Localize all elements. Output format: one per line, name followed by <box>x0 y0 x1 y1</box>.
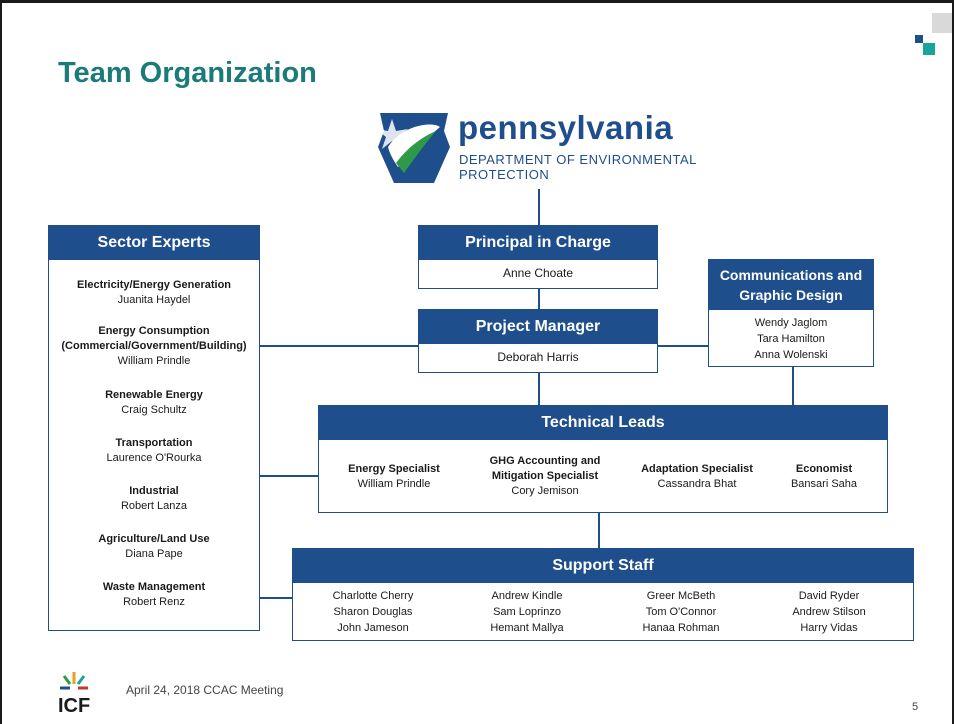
sector-expert-role: Electricity/Energy Generation <box>76 279 232 291</box>
sector-expert-name: Robert Lanza <box>120 500 188 512</box>
page-number: 5 <box>912 701 919 713</box>
project-manager-name: Deborah Harris <box>497 350 579 364</box>
connector-pm-sector <box>260 345 418 347</box>
agency-subtitle-line2: PROTECTION <box>459 167 550 182</box>
connector-pm-tech <box>538 373 540 405</box>
sector-expert-role: Industrial <box>129 485 179 497</box>
footer-date: April 24, 2018 CCAC Meeting <box>126 683 284 697</box>
communications-member: Tara Hamilton <box>757 333 825 345</box>
support-staff-member: John Jameson <box>337 622 409 634</box>
tech-lead-role: Economist <box>795 463 853 475</box>
agency-subtitle-line1: DEPARTMENT OF ENVIRONMENTAL <box>459 152 697 167</box>
support-staff-box: Support Staff Charlotte Cherry Sharon Do… <box>292 548 914 641</box>
sector-expert-name: Robert Renz <box>123 596 185 608</box>
technical-leads-box: Technical Leads Energy Specialist Willia… <box>318 405 888 513</box>
pennsylvania-keystone-logo <box>376 113 450 183</box>
project-manager-title: Project Manager <box>419 310 657 344</box>
sector-expert-role: Energy Consumption <box>98 325 210 337</box>
communications-box: Communications and Graphic Design Wendy … <box>708 259 874 367</box>
sector-experts-title: Sector Experts <box>49 226 259 260</box>
communications-title: Communications and Graphic Design <box>709 260 873 310</box>
support-staff-member: Charlotte Cherry <box>332 590 414 602</box>
tech-lead-name: Bansari Saha <box>790 478 858 490</box>
tech-lead-role-detail: Mitigation Specialist <box>491 470 599 482</box>
icf-logo: ICF <box>58 672 90 717</box>
tech-lead-name: William Prindle <box>357 478 431 490</box>
principal-box: Principal in Charge Anne Choate <box>418 225 658 289</box>
communications-member: Wendy Jaglom <box>754 317 828 329</box>
tech-lead-role: Energy Specialist <box>348 463 440 475</box>
technical-leads-title: Technical Leads <box>319 406 887 440</box>
tech-lead-name: Cory Jemison <box>511 485 579 497</box>
communications-title-line2: Graphic Design <box>739 287 843 303</box>
connector-principal-pm <box>538 289 540 309</box>
support-staff-member: Hanaa Rohman <box>642 622 720 634</box>
sector-expert-role: Renewable Energy <box>105 389 203 401</box>
connector-sector-support <box>260 597 292 599</box>
project-manager-box: Project Manager Deborah Harris <box>418 309 658 373</box>
support-staff-member: Andrew Stilson <box>792 606 866 618</box>
sector-expert-role: Waste Management <box>102 581 206 593</box>
tech-lead-name: Cassandra Bhat <box>657 478 737 490</box>
connector-comms-tech <box>792 367 794 405</box>
sector-expert-name: Juanita Haydel <box>117 294 191 306</box>
tech-lead-role: Adaptation Specialist <box>641 463 753 475</box>
slide-title: Team Organization <box>58 57 317 89</box>
sector-expert-role: Transportation <box>115 437 193 449</box>
sector-expert-name: William Prindle <box>117 355 191 367</box>
svg-text:ICF: ICF <box>58 695 90 717</box>
sector-experts-box: Sector Experts Electricity/Energy Genera… <box>48 225 260 631</box>
support-staff-title: Support Staff <box>293 549 913 583</box>
connector-sector-tech <box>260 475 318 477</box>
tech-lead-role: GHG Accounting and <box>489 455 601 467</box>
support-staff-member: Sharon Douglas <box>333 606 413 618</box>
support-staff-member: Harry Vidas <box>800 622 858 634</box>
sector-expert-role: Agriculture/Land Use <box>98 533 210 545</box>
sector-expert-name: Craig Schultz <box>121 404 187 416</box>
connector-logo-principal <box>538 189 540 225</box>
corner-mark-icon <box>915 13 952 55</box>
principal-name: Anne Choate <box>502 266 574 280</box>
principal-title: Principal in Charge <box>419 226 657 260</box>
agency-name: pennsylvania <box>458 109 674 146</box>
support-staff-member: Greer McBeth <box>646 590 716 602</box>
support-staff-member: David Ryder <box>798 590 860 602</box>
communications-title-line1: Communications and <box>719 267 863 283</box>
connector-pm-comms <box>658 345 708 347</box>
sector-expert-role-detail: (Commercial/Government/Building) <box>61 340 247 352</box>
connector-tech-support <box>598 513 600 548</box>
sector-expert-name: Diana Pape <box>125 548 183 560</box>
support-staff-member: Tom O'Connor <box>645 606 717 618</box>
support-staff-member: Hemant Mallya <box>490 622 564 634</box>
communications-member: Anna Wolenski <box>754 349 828 361</box>
sector-expert-name: Laurence O'Rourka <box>106 452 202 464</box>
support-staff-member: Andrew Kindle <box>491 590 563 602</box>
agency-subtitle: DEPARTMENT OF ENVIRONMENTAL PROTECTION <box>459 152 697 182</box>
support-staff-member: Sam Loprinzo <box>493 606 561 618</box>
